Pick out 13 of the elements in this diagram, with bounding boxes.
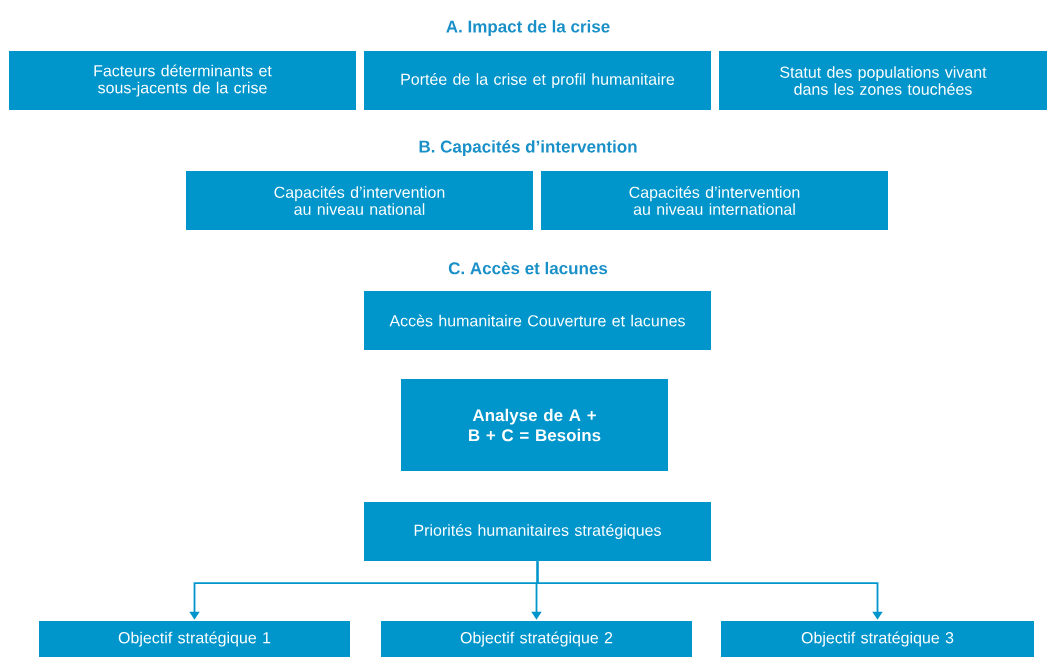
- process-box: Statut des populations vivant dans les zones touchées: [719, 51, 1047, 110]
- process-box: Analyse de A + B + C = Besoins: [401, 379, 668, 471]
- process-box: Facteurs déterminants et sous-jacents de la crise: [9, 51, 356, 110]
- process-box: Objectif stratégique 2: [381, 621, 692, 657]
- process-box: Capacités d’intervention au niveau international: [541, 171, 888, 230]
- process-box: Portée de la crise et profil humanitaire: [364, 51, 711, 110]
- process-box: Objectif stratégique 1: [39, 621, 350, 657]
- process-box: Accès humanitaire Couverture et lacunes: [364, 291, 711, 350]
- process-box: Priorités humanitaires stratégiques: [364, 502, 711, 561]
- section-heading: B. Capacités d’intervention: [419, 140, 637, 156]
- section-heading: C. Accès et lacunes: [448, 261, 608, 275]
- process-box: Objectif stratégique 3: [721, 621, 1034, 657]
- process-box: Capacités d’intervention au niveau national: [186, 171, 533, 230]
